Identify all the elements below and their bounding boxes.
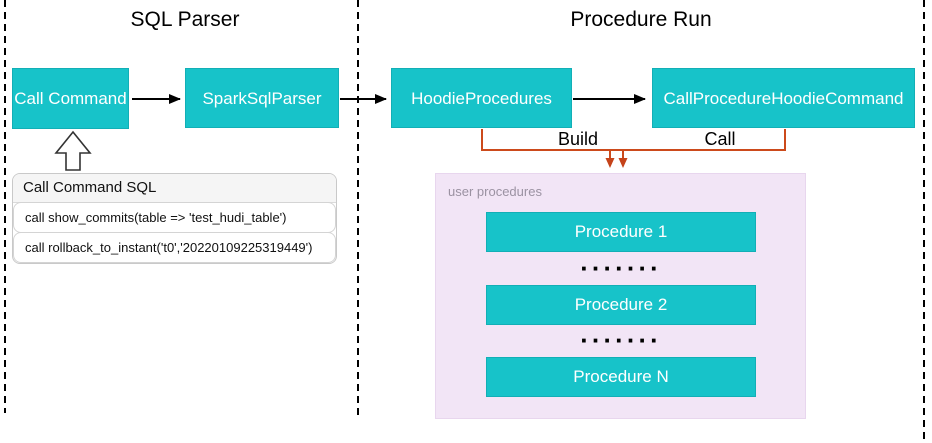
node-call-procedure-hoodie-command: CallProcedureHoodieCommand — [652, 68, 915, 128]
node-procedure-n: Procedure N — [486, 357, 756, 397]
ellipsis-dots: ······· — [580, 253, 662, 283]
user-procedures-panel: user procedures Procedure 1 ······· Proc… — [435, 173, 806, 419]
sql-parser-section-title: SQL Parser — [130, 8, 240, 31]
node-spark-sql-parser: SparkSqlParser — [185, 68, 339, 128]
build-edge-label: Build — [557, 129, 599, 149]
user-procedures-label: user procedures — [448, 184, 542, 199]
call-command-sql-card: Call Command SQL call show_commits(table… — [12, 173, 337, 264]
call-edge-label: Call — [704, 129, 736, 149]
sql-example-row: call rollback_to_instant('t0','202201092… — [13, 232, 336, 263]
node-hoodie-procedures: HoodieProcedures — [391, 68, 572, 128]
ellipsis-dots: ······· — [580, 325, 662, 355]
procedure-run-section-title: Procedure Run — [570, 8, 712, 31]
node-call-command: Call Command — [12, 68, 129, 129]
sql-card-title: Call Command SQL — [13, 174, 336, 203]
node-procedure-2: Procedure 2 — [486, 285, 756, 325]
up-arrow-icon — [54, 130, 92, 171]
node-procedure-1: Procedure 1 — [486, 212, 756, 252]
sql-example-row: call show_commits(table => 'test_hudi_ta… — [13, 202, 336, 233]
